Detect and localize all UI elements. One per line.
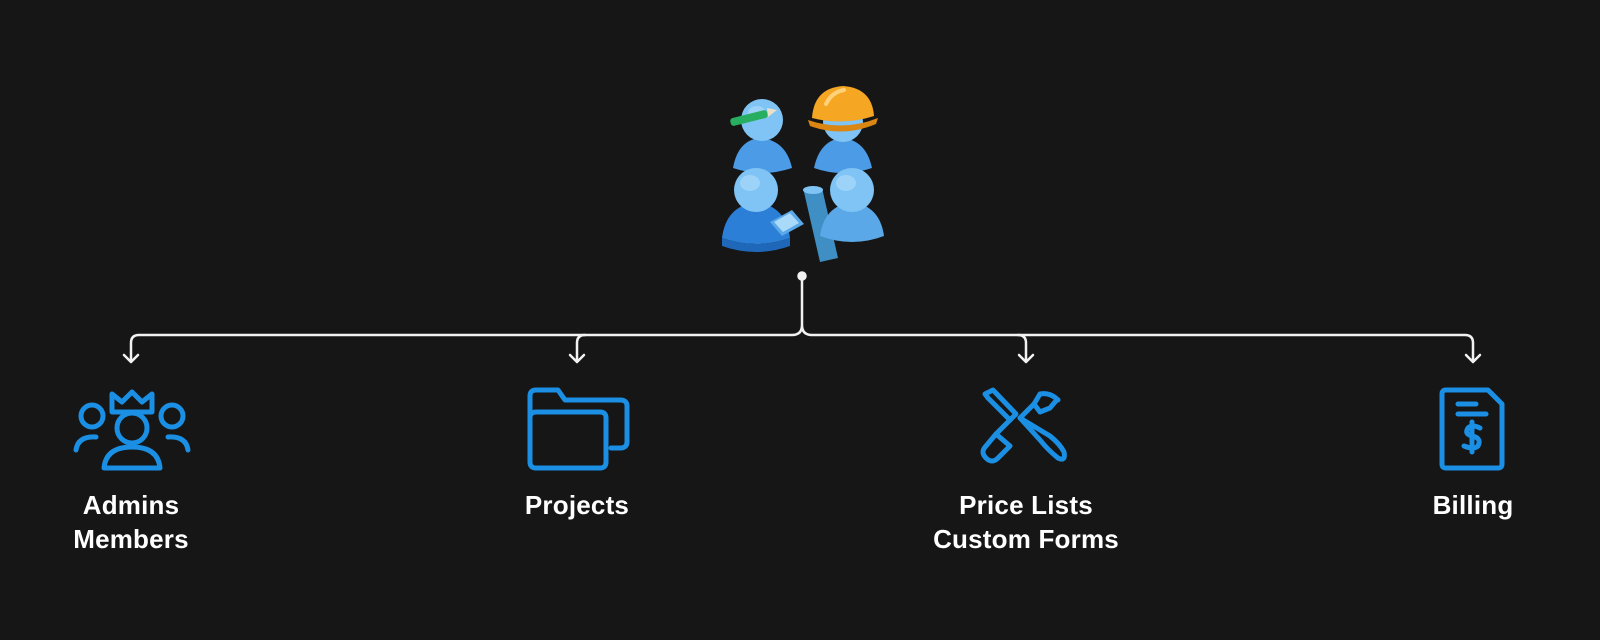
hard-hat-icon <box>808 86 878 132</box>
pencil-icon <box>730 108 777 126</box>
invoice-icon <box>1439 387 1505 471</box>
label-line: Projects <box>524 490 630 520</box>
calculator-icon <box>770 210 804 236</box>
label-price-lists-custom-forms: Price Lists Custom Forms <box>896 488 1156 556</box>
trunk-line <box>129 274 1475 362</box>
label-line: Price Lists <box>959 490 1093 520</box>
arrowhead-admins <box>122 353 140 364</box>
label-billing: Billing <box>1343 488 1600 522</box>
connector-tree <box>122 271 1482 364</box>
label-projects: Projects <box>447 488 707 522</box>
label-line: Custom Forms <box>933 524 1119 554</box>
admins-members-icon <box>73 389 191 471</box>
arrowhead-billing <box>1464 353 1482 364</box>
person-front-left <box>722 168 790 252</box>
tools-icon <box>980 387 1067 464</box>
arrowhead-projects <box>568 353 586 364</box>
branch-line-projects <box>575 333 587 362</box>
folder-icon <box>527 387 630 471</box>
branch-line-price-lists <box>1016 333 1028 362</box>
person-front-right <box>820 168 884 242</box>
person-back-left <box>733 99 792 173</box>
team-group-icon <box>722 86 884 262</box>
blueprint-roll-icon <box>803 186 838 262</box>
arrowhead-price-lists <box>1017 353 1035 364</box>
label-line: Billing <box>1432 490 1514 520</box>
label-admins-members: Admins Members <box>1 488 261 556</box>
label-line: Members <box>73 524 189 554</box>
label-line: Admins <box>82 490 180 520</box>
